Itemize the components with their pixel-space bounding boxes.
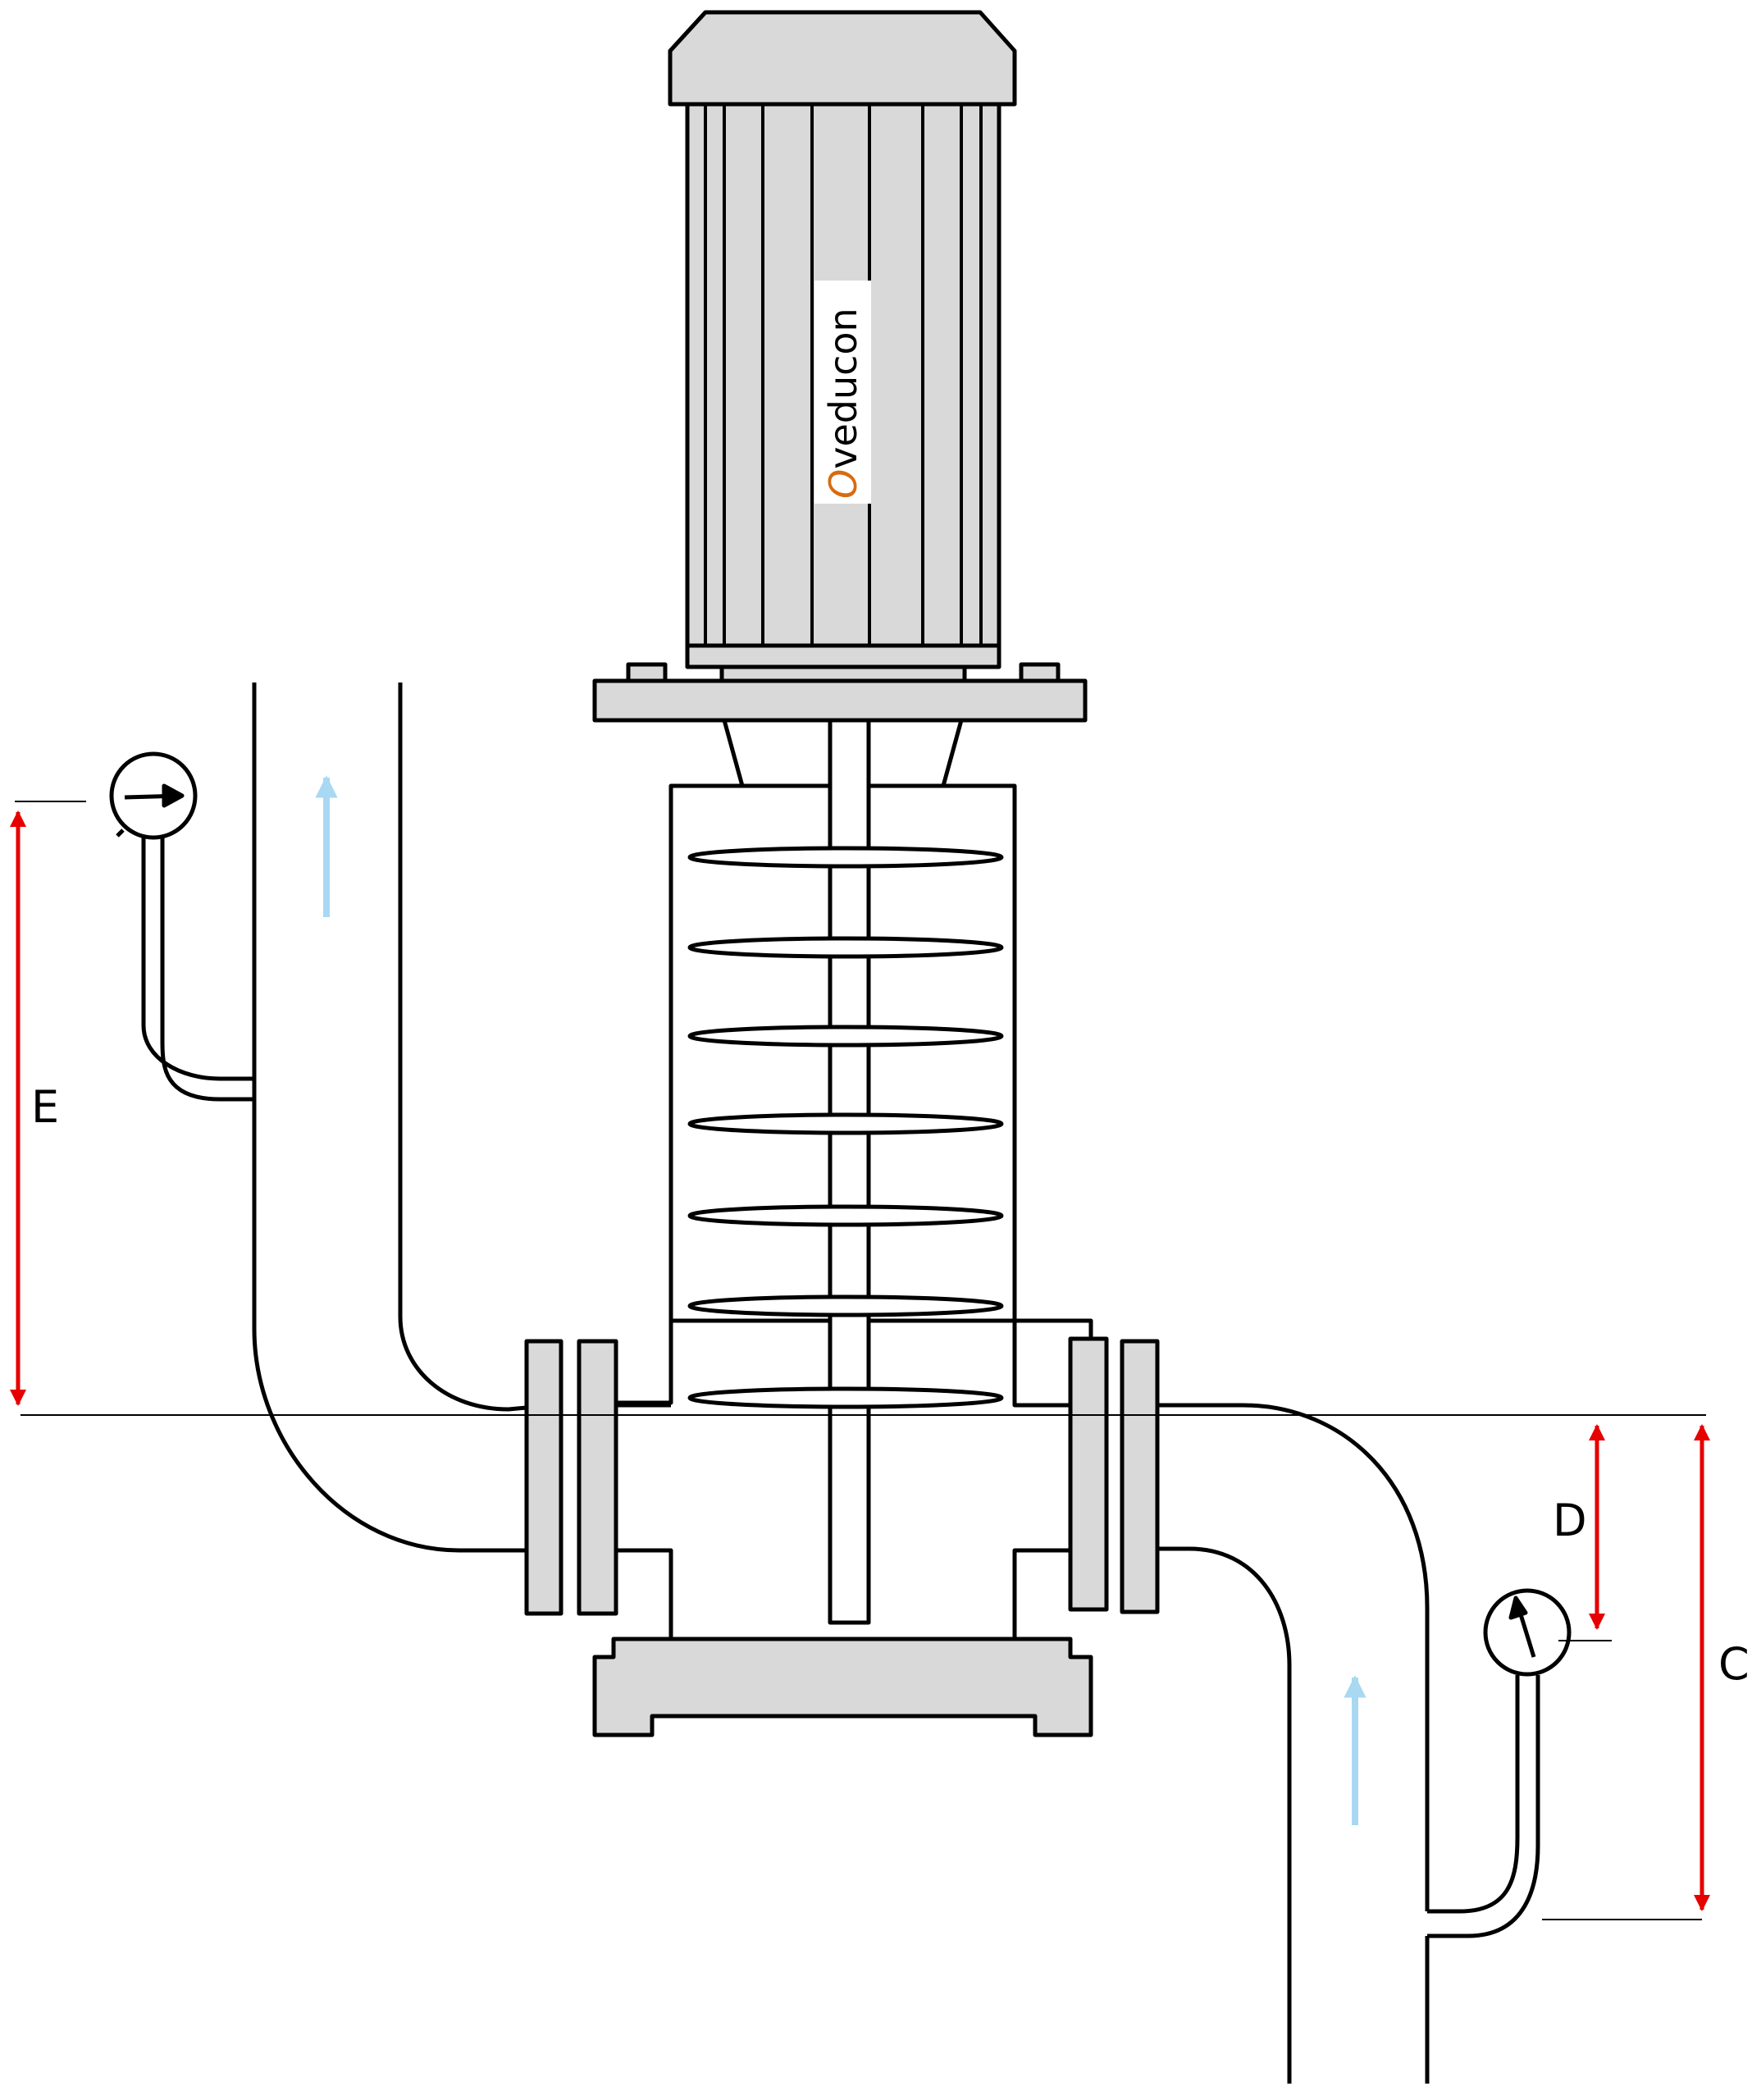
dimension-d-label: D [1553, 1495, 1587, 1546]
motor-base-band [685, 643, 1001, 669]
discharge-gauge-tap [141, 837, 254, 1102]
suction-pressure-gauge-icon [1483, 1588, 1572, 1677]
dimension-c-label: C [1718, 1638, 1750, 1690]
impeller-stage-5 [687, 1204, 1004, 1227]
pump-lower-casing [617, 1548, 1070, 1639]
suction-gauge-tap [1427, 1675, 1540, 1938]
suction-flange-outer [1120, 1339, 1160, 1614]
discharge-pipe-outer-wall [252, 682, 527, 1553]
discharge-flange-inner [577, 1339, 618, 1616]
motor-mount-plate [592, 678, 1088, 723]
brand-initial: O [821, 469, 865, 499]
brand-label-background [814, 281, 871, 504]
suction-flange-inner [1068, 1336, 1109, 1612]
dimension-arrows [10, 810, 1710, 1911]
discharge-flanges [524, 1339, 618, 1616]
dimension-e-label: E [31, 1081, 59, 1133]
discharge-pressure-gauge-icon [109, 751, 198, 840]
brand-name: veducon [821, 308, 865, 468]
lantern-bracket [722, 719, 964, 787]
impeller-stage-3 [687, 1025, 1004, 1048]
pump-base [592, 1637, 1093, 1737]
impeller-stage-2 [687, 936, 1004, 959]
motor-cap [668, 10, 1017, 107]
suction-pipe-inner-wall [1157, 1546, 1292, 2084]
flow-arrows [315, 775, 1366, 1825]
impeller-stage-6 [687, 1294, 1004, 1317]
brand-label: Oveducon [821, 308, 865, 499]
impeller-stages [687, 846, 1004, 1409]
reference-lines [15, 801, 1706, 1920]
pump-casing-outline [617, 786, 1017, 1405]
impeller-stage-4 [687, 1112, 1004, 1135]
motor-cooling-fins [704, 104, 983, 646]
impeller-stage-1 [687, 846, 1004, 869]
motor-spacer [719, 664, 967, 683]
suction-flanges [1068, 1336, 1160, 1614]
pump-shaft [828, 718, 871, 1625]
discharge-pipe-inner-wall [398, 682, 527, 1412]
suction-pipe-outer-wall [1157, 1403, 1430, 1911]
discharge-flange-outer [524, 1339, 563, 1616]
impeller-stage-7 [687, 1386, 1004, 1409]
